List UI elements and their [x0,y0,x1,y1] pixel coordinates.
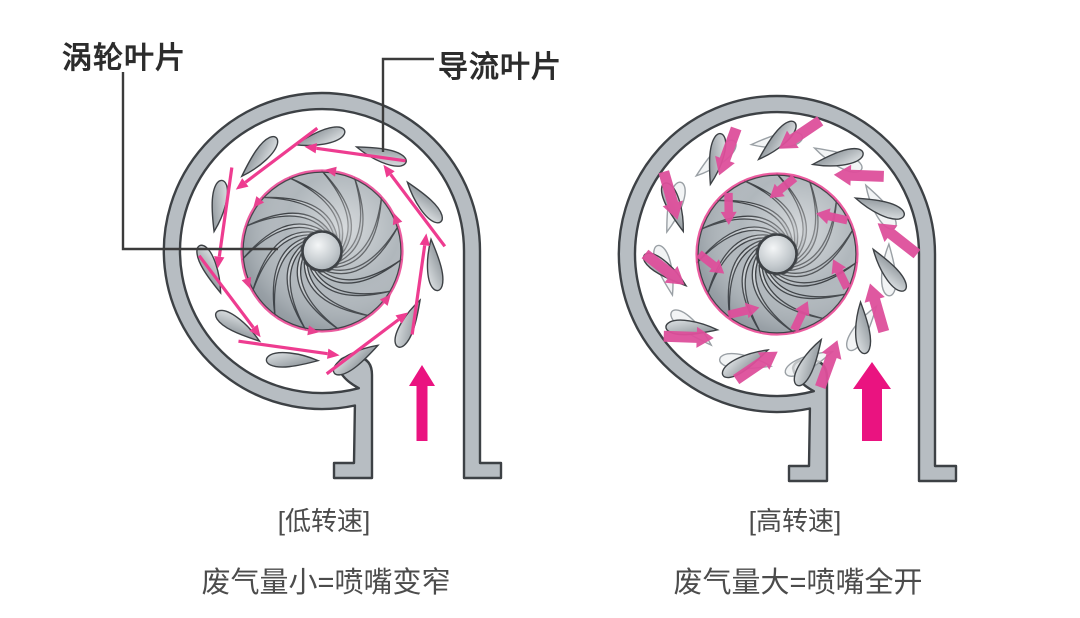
turbine-blades-label: 涡轮叶片 [62,42,186,75]
guide-vanes-label: 导流叶片 [438,51,562,84]
callout-leader-lines [121,57,434,251]
low-speed-caption: 废气量小=喷嘴变窄 [201,567,451,599]
turbo-high-speed-figure [617,94,958,483]
turbo-low-speed-figure [162,91,503,480]
low-speed-state-label: [低转速] [277,506,371,536]
high-speed-caption: 废气量大=喷嘴全开 [673,567,923,599]
high-speed-state-label: [高转速] [748,506,842,536]
